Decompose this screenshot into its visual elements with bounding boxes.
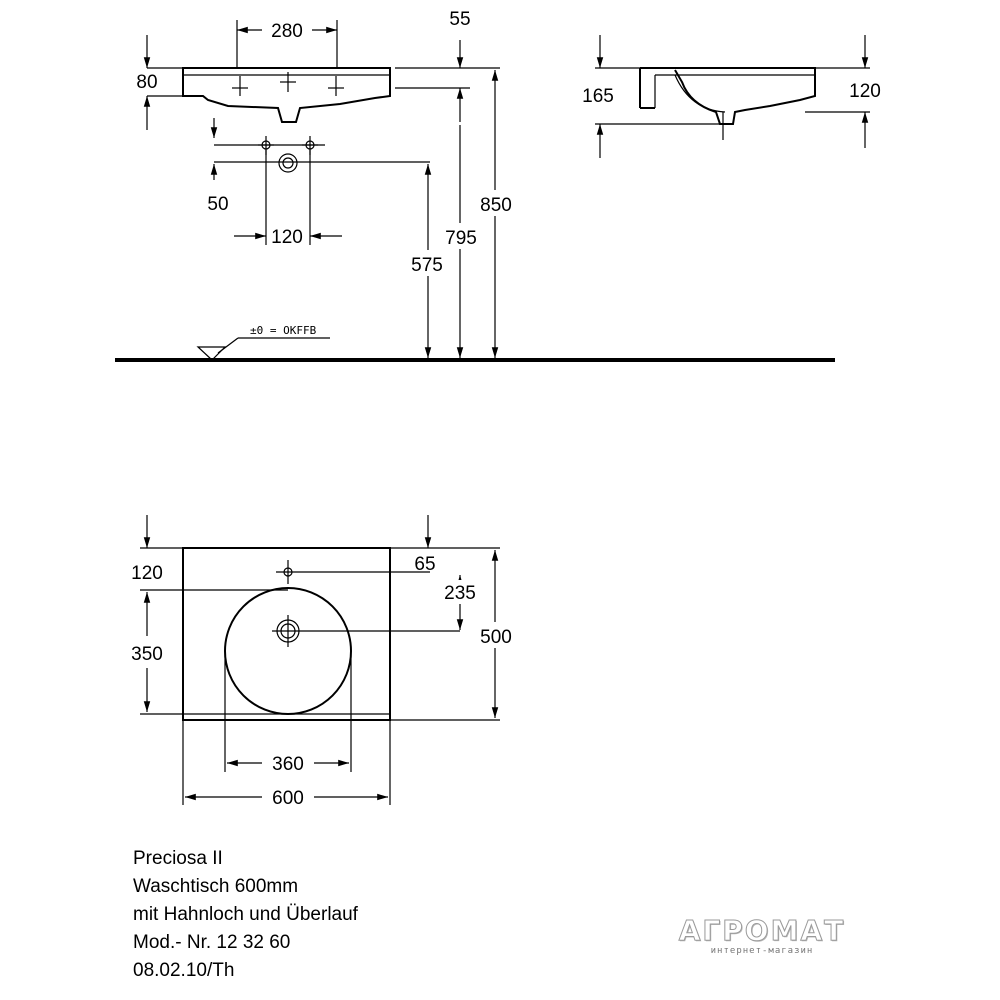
tap-hole-top [276,560,430,584]
dim-235: 235 [444,583,476,604]
floor-reference-label: ±0 = OKFFB [250,324,317,337]
dim-55: 55 [449,9,470,30]
dim-280: 280 [271,21,303,42]
dim-850: 850 [480,195,512,216]
dim-120-side: 120 [849,81,881,102]
dim-165: 165 [582,86,614,107]
dim-350: 350 [131,644,163,665]
dim-795: 795 [445,228,477,249]
logo-tagline: интернет-магазин [710,946,814,956]
dim-575: 575 [411,255,443,276]
logo-wordmark: АГРОМАТ [678,914,846,947]
dim-600: 600 [272,788,304,809]
agromat-logo: АГРОМАТ интернет-магазин [672,914,852,956]
side-view: 165 120 [582,35,881,158]
front-view: 280 55 80 50 120 850 [115,9,835,362]
tap-hole-marker [232,72,344,96]
caption-product: Preciosa II [133,848,223,869]
top-view: 120 350 65 235 500 360 600 [131,515,518,809]
dim-120-front: 120 [271,227,303,248]
dim-120-top: 120 [131,563,163,584]
caption-feature: mit Hahnloch und Überlauf [133,904,358,925]
drawing-caption: Preciosa II Waschtisch 600mm mit Hahnloc… [133,845,358,985]
dim-500: 500 [480,627,512,648]
caption-type: Waschtisch 600mm [133,876,299,897]
dim-80: 80 [136,72,157,93]
dim-65: 65 [414,554,435,575]
caption-date: 08.02.10/Th [133,960,235,981]
dim-360: 360 [272,754,304,775]
caption-model-number: Mod.- Nr. 12 32 60 [133,932,291,953]
dim-50: 50 [207,194,228,215]
